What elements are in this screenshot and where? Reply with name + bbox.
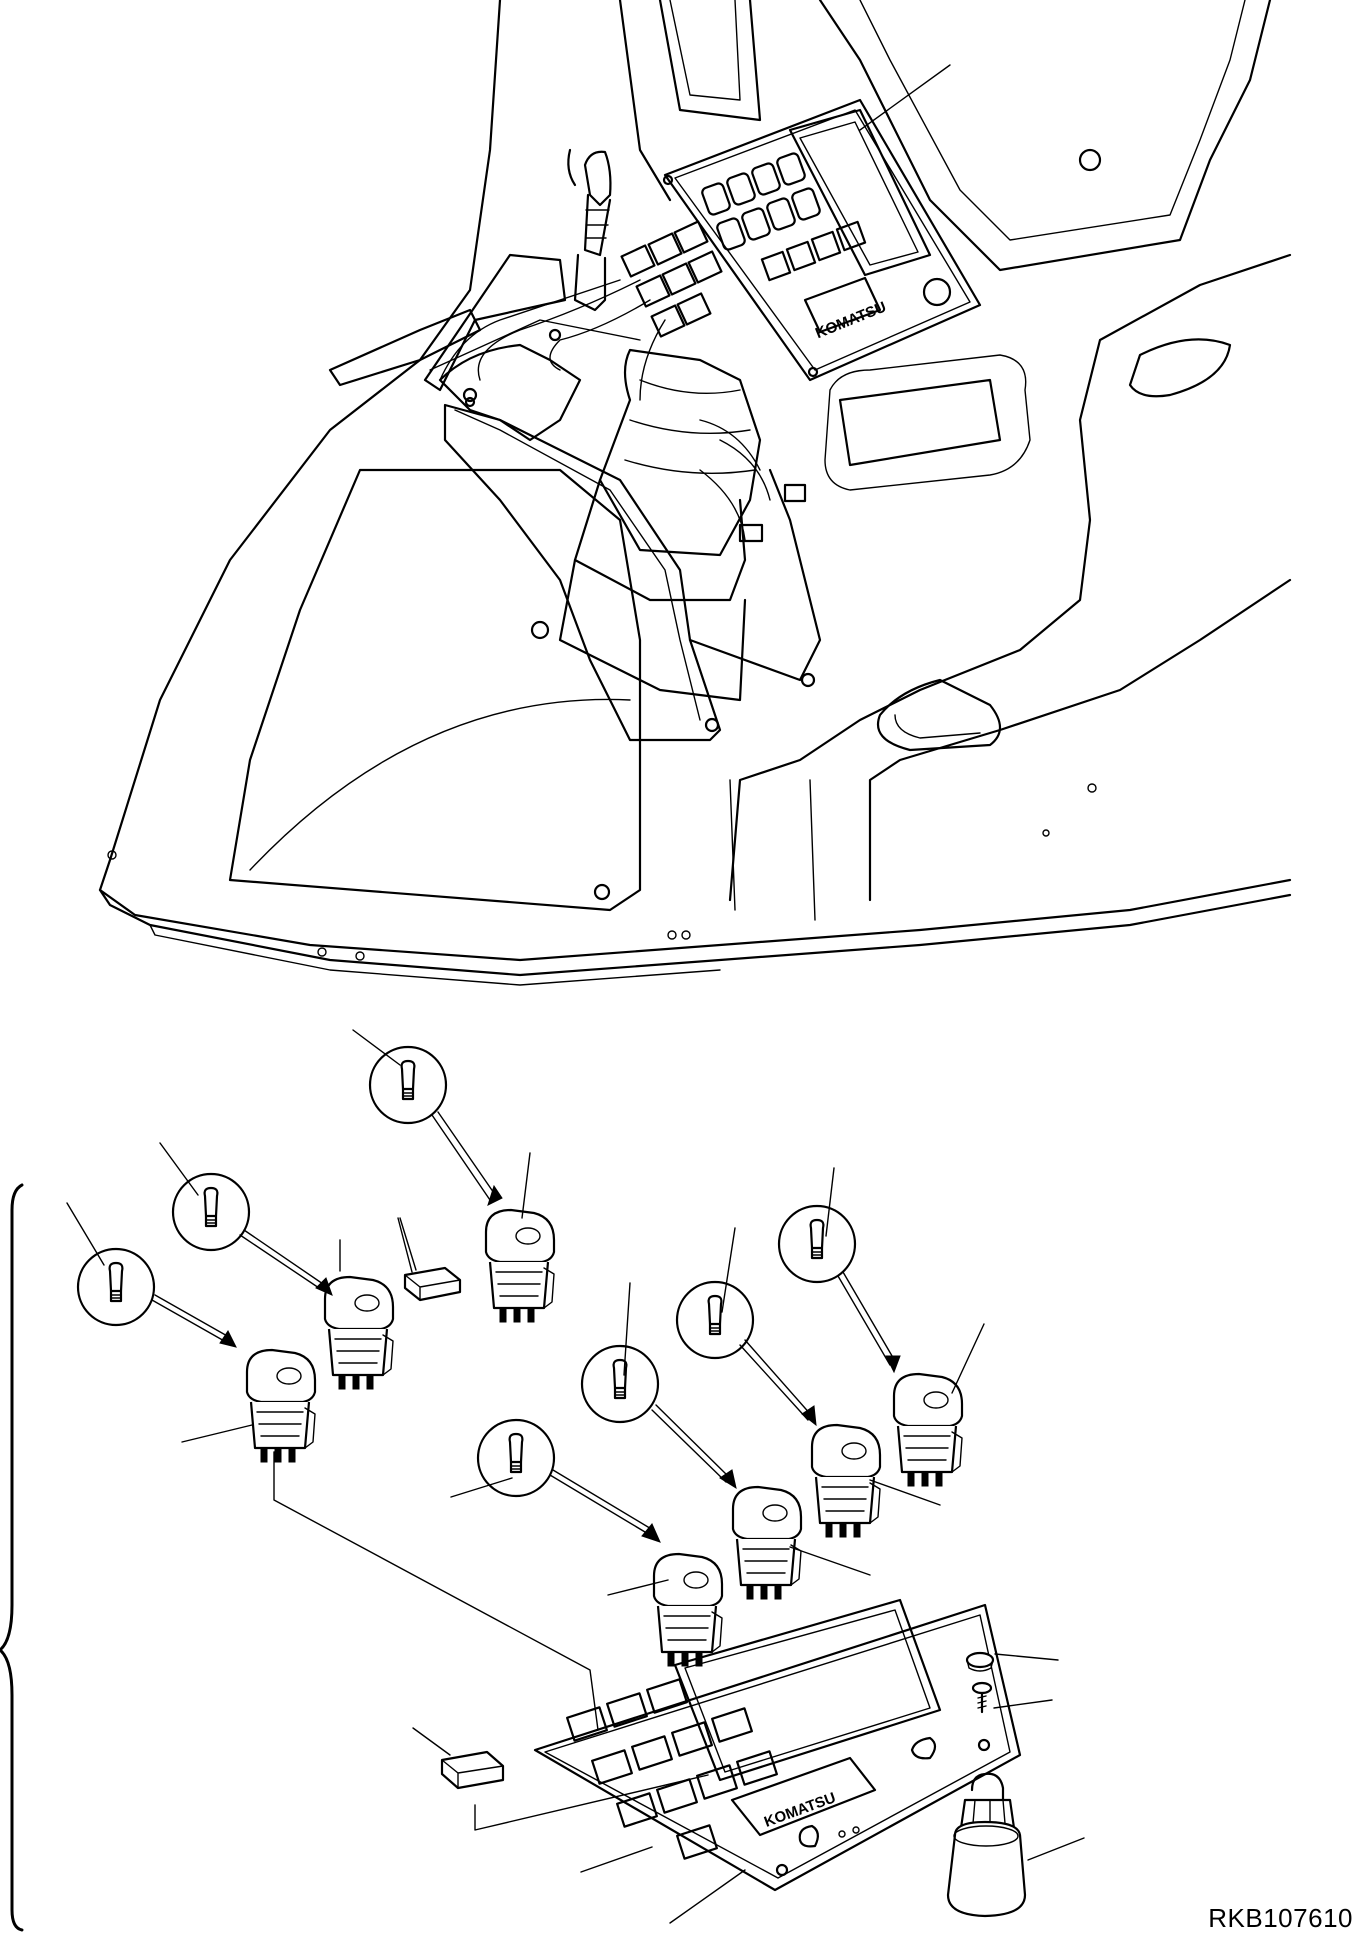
panel-bolt <box>593 883 611 901</box>
panel-bolt <box>530 620 550 640</box>
joystick-lever <box>567 148 612 312</box>
rotary-knob <box>946 1772 1027 1918</box>
rim-hole <box>355 951 365 961</box>
plate-bolt <box>704 717 720 733</box>
bracket-bolt <box>548 328 562 342</box>
screw-cap <box>965 1651 995 1672</box>
switch-panel-plate: KOMATSU <box>533 1598 1022 1892</box>
cupholder-inner <box>894 714 981 739</box>
lamp-bulb-circle <box>580 1344 660 1424</box>
console-upper-box <box>658 0 762 122</box>
reference-lines <box>273 1451 709 1831</box>
rocker-switch <box>810 1423 882 1539</box>
armrest-outer <box>868 578 1292 902</box>
wire-harness <box>439 279 666 401</box>
leader-lines <box>66 1029 1085 1924</box>
console-center-plate <box>443 403 722 742</box>
leader-line <box>859 64 951 131</box>
rim-hole <box>667 930 677 940</box>
console-lower-edge <box>98 888 1292 977</box>
rocker-switch <box>323 1275 395 1391</box>
cupholder <box>877 678 1002 752</box>
installed-switch-panel: KOMATSU <box>662 98 982 382</box>
console-side-panel <box>228 468 642 912</box>
rocker-switch <box>892 1372 964 1488</box>
console-lower-rim <box>149 924 721 986</box>
assembly-brace <box>0 1183 24 1932</box>
panel-screw-hole <box>977 1738 991 1752</box>
console-right-display-housing <box>818 0 1272 272</box>
joystick-boot <box>598 348 762 557</box>
rocker-switch <box>731 1485 803 1601</box>
connector <box>783 483 807 503</box>
center-plate-outline <box>688 468 822 682</box>
housing-knob <box>1078 148 1102 172</box>
console-upper-left <box>618 0 672 202</box>
console-upper-box-inner <box>669 0 741 101</box>
rim-hole <box>681 930 691 940</box>
lamp-bulb-circle <box>171 1172 251 1252</box>
assembly-arrows <box>151 1111 901 1543</box>
console-assembly: KOMATSU <box>98 0 1292 986</box>
plate-bolt <box>464 396 476 408</box>
rocker-switch <box>652 1552 724 1668</box>
plate-bolt <box>800 672 816 688</box>
blank-plug <box>403 1266 462 1302</box>
rim-hole <box>1042 829 1050 837</box>
rim-hole <box>107 850 117 860</box>
drawing-reference-code: RKB107610 <box>1208 1903 1353 1933</box>
front-block <box>729 779 816 921</box>
installed-knob <box>922 277 952 307</box>
side-panel-inner-curve <box>249 698 631 871</box>
panel-screw <box>971 1681 993 1714</box>
display-housing-inner <box>859 0 1246 241</box>
panel-screw-hole <box>775 1863 789 1877</box>
lamp-bulb-circle <box>777 1204 857 1284</box>
boot-base <box>573 478 747 602</box>
lamp-bulb-circle <box>368 1045 448 1125</box>
console-armrest <box>728 253 1292 902</box>
rocker-switch <box>484 1208 556 1324</box>
bracket-bolt <box>462 387 478 403</box>
harness-switch-bundle <box>620 220 723 338</box>
console-outer-shell <box>98 0 1292 962</box>
connector <box>738 523 764 543</box>
armrest-recess <box>838 378 1002 467</box>
rim-hole <box>317 947 327 957</box>
lamp-bulb-circle <box>76 1247 156 1327</box>
rim-hole <box>1087 783 1097 793</box>
mount-plate-bar <box>328 308 482 387</box>
armrest-recess-outline <box>824 354 1031 491</box>
blank-plug <box>440 1750 505 1790</box>
rocker-switch <box>245 1348 317 1464</box>
armrest-slot <box>1128 338 1232 398</box>
